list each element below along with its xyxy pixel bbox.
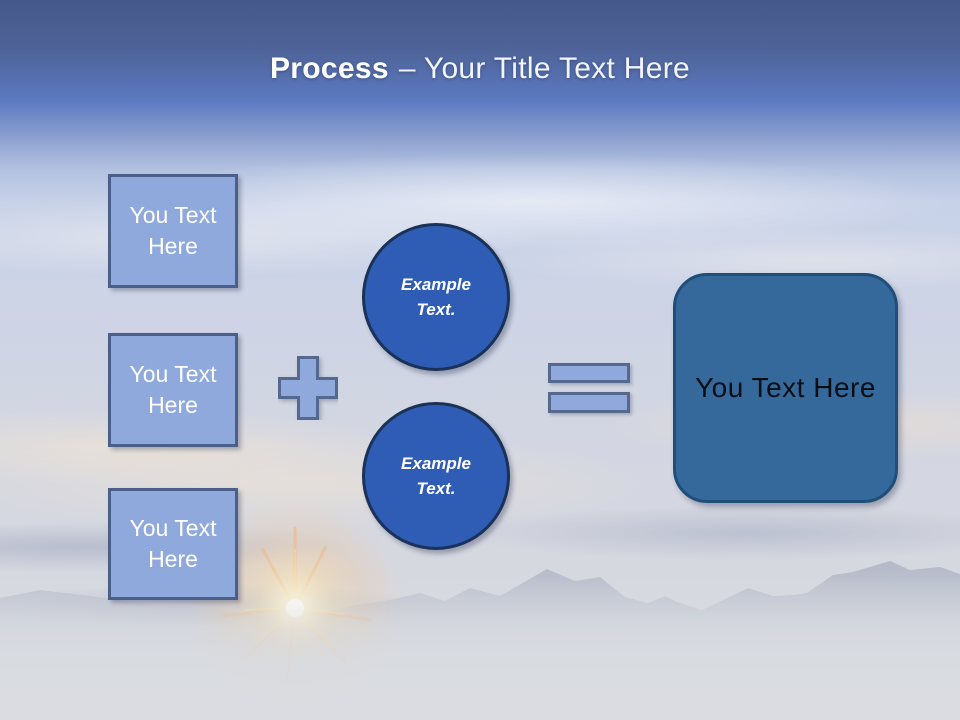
example-circle-2[interactable]: Example Text.	[362, 402, 510, 550]
input-box-1[interactable]: You Text Here	[108, 174, 238, 288]
input-box-3[interactable]: You Text Here	[108, 488, 238, 600]
input-box-2-label: You Text Here	[129, 360, 217, 418]
example-circle-1[interactable]: Example Text.	[362, 223, 510, 371]
result-box[interactable]: You Text Here	[673, 273, 898, 503]
input-box-3-label: You Text Here	[129, 514, 217, 572]
example-circle-2-label: Example Text.	[401, 453, 471, 499]
title-subtitle: – Your Title Text Here	[398, 52, 691, 85]
equals-top-bar	[548, 363, 630, 383]
result-box-label: You Text Here	[695, 372, 876, 403]
input-box-2[interactable]: You Text Here	[108, 333, 238, 447]
input-box-1-label: You Text Here	[129, 201, 217, 259]
equals-icon	[548, 363, 630, 413]
slide-title: Process – Your Title Text Here	[0, 52, 960, 86]
title-keyword: Process	[269, 52, 389, 85]
plus-icon	[278, 356, 338, 420]
equals-bottom-bar	[548, 392, 630, 413]
example-circle-1-label: Example Text.	[401, 274, 471, 320]
